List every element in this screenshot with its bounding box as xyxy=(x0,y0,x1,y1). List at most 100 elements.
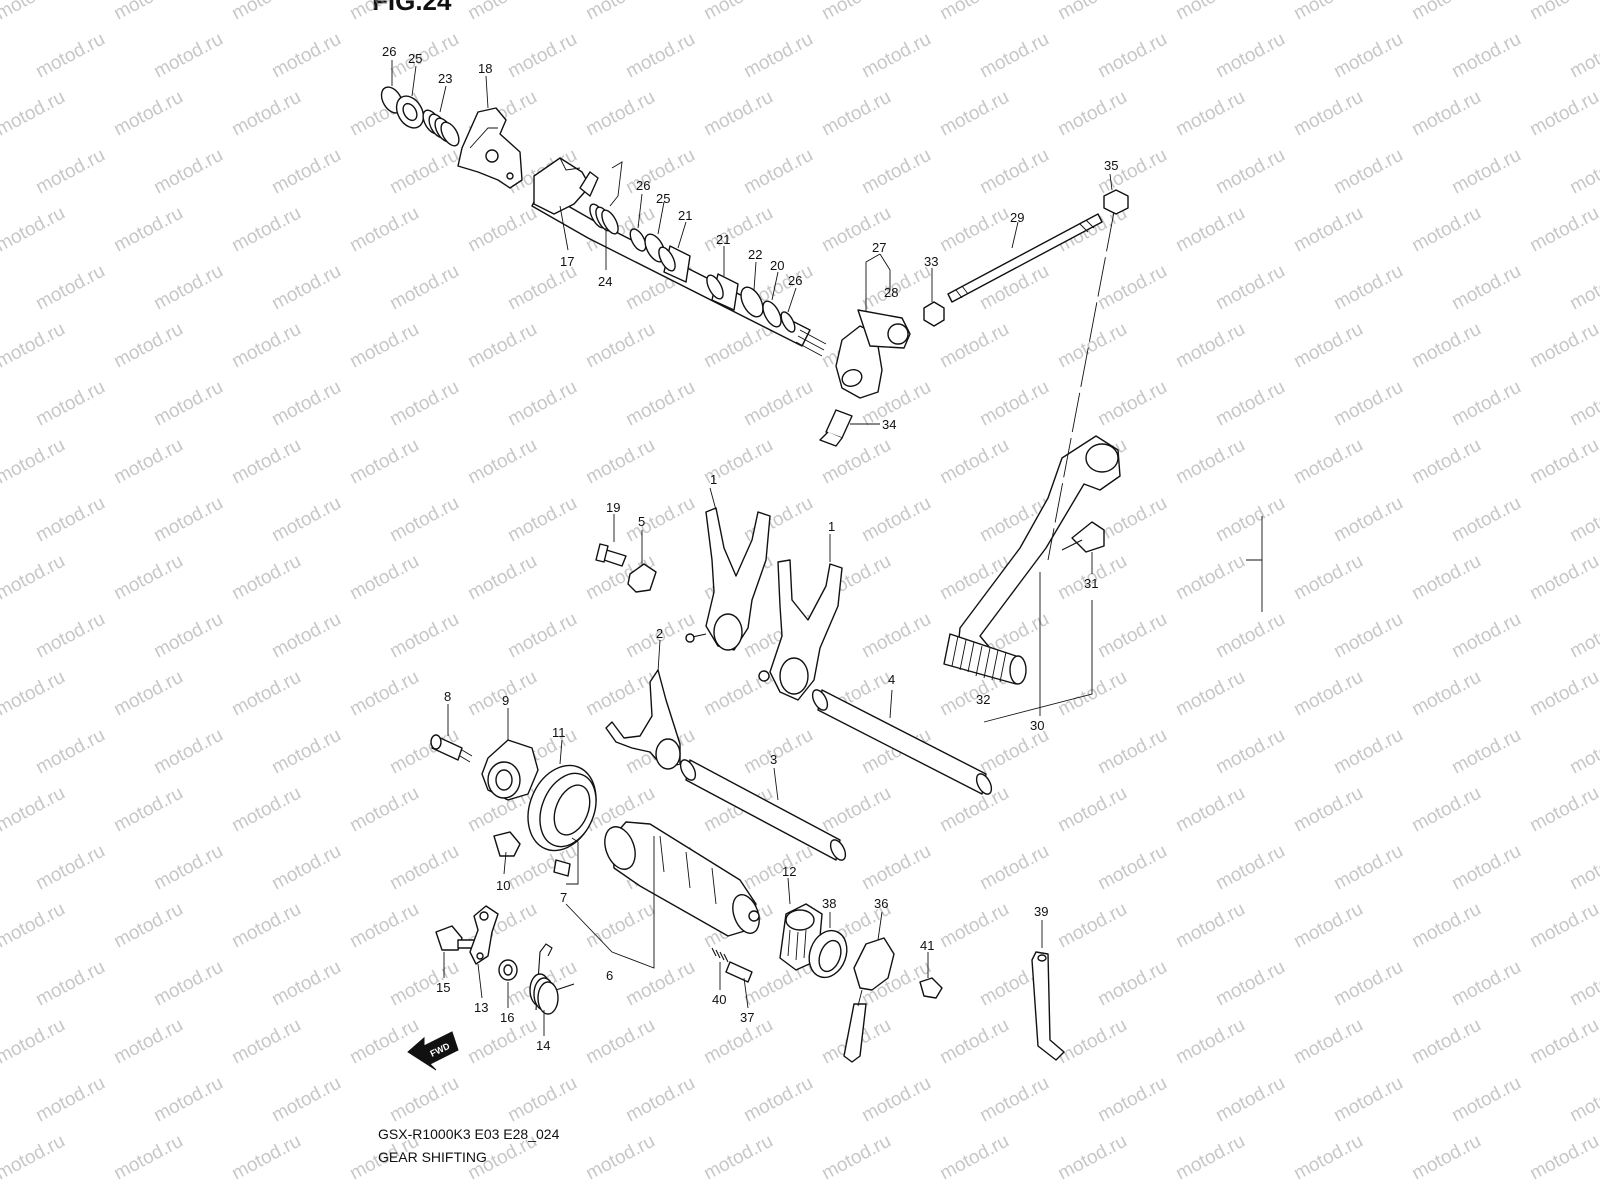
watermark-text: motod.ru xyxy=(504,377,580,431)
watermark-text: motod.ru xyxy=(1094,725,1170,779)
watermark-text: motod.ru xyxy=(1526,1015,1600,1069)
watermark-text: motod.ru xyxy=(0,667,69,721)
callout-36: 36 xyxy=(874,896,888,911)
watermark-text: motod.ru xyxy=(818,1131,894,1185)
watermark-text: motod.ru xyxy=(110,1015,186,1069)
callout-40: 40 xyxy=(712,992,726,1007)
watermark-text: motod.ru xyxy=(1290,319,1366,373)
watermark-text: motod.ru xyxy=(1172,1015,1248,1069)
watermark-text: motod.ru xyxy=(1212,841,1288,895)
watermark-text: motod.ru xyxy=(1566,145,1600,199)
watermark-text: motod.ru xyxy=(740,145,816,199)
watermark-text: motod.ru xyxy=(1172,667,1248,721)
diagram-title: GEAR SHIFTING xyxy=(378,1149,487,1165)
part-screw-10 xyxy=(493,831,521,857)
watermark-text: motod.ru xyxy=(582,435,658,489)
watermark-text: motod.ru xyxy=(622,29,698,83)
callout-12: 12 xyxy=(782,864,796,879)
watermark-text: motod.ru xyxy=(268,725,344,779)
callout-26: 26 xyxy=(382,44,396,59)
watermark-text: motod.ru xyxy=(1172,0,1248,24)
watermark-text: motod.ru xyxy=(1330,609,1406,663)
watermark-text: motod.ru xyxy=(110,0,186,24)
watermark-text: motod.ru xyxy=(0,0,69,24)
watermark-text: motod.ru xyxy=(1290,435,1366,489)
watermark-text: motod.ru xyxy=(0,899,69,953)
watermark-text: motod.ru xyxy=(1448,261,1524,315)
watermark-text: motod.ru xyxy=(150,725,226,779)
gearshift-lever xyxy=(943,211,1263,685)
part-shift-fork xyxy=(705,507,771,651)
watermark-text: motod.ru xyxy=(1054,87,1130,141)
watermark-text: motod.ru xyxy=(1448,29,1524,83)
watermark-text: motod.ru xyxy=(504,29,580,83)
callout-7: 7 xyxy=(560,890,567,905)
callout-21: 21 xyxy=(678,208,692,223)
watermark-text: motod.ru xyxy=(700,203,776,257)
watermark-text: motod.ru xyxy=(1212,957,1288,1011)
callout-39: 39 xyxy=(1034,904,1048,919)
watermark-text: motod.ru xyxy=(228,1015,304,1069)
watermark-text: motod.ru xyxy=(1330,725,1406,779)
callout-37: 37 xyxy=(740,1010,754,1025)
watermark-text: motod.ru xyxy=(936,87,1012,141)
watermark-text: motod.ru xyxy=(0,319,69,373)
watermark-text: motod.ru xyxy=(1330,493,1406,547)
watermark-text: motod.ru xyxy=(1448,1073,1524,1127)
watermark-text: motod.ru xyxy=(582,1131,658,1185)
watermark-text: motod.ru xyxy=(582,667,658,721)
watermark-text: motod.ru xyxy=(582,319,658,373)
watermark-text: motod.ru xyxy=(32,377,108,431)
watermark-text: motod.ru xyxy=(1212,1073,1288,1127)
watermark-text: motod.ru xyxy=(740,1073,816,1127)
watermark-text: motod.ru xyxy=(0,1015,69,1069)
part-spring-40 xyxy=(711,947,729,963)
watermark-text: motod.ru xyxy=(1526,319,1600,373)
watermark-text: motod.ru xyxy=(818,87,894,141)
callout-15: 15 xyxy=(436,980,450,995)
diagram-model-code: GSX-R1000K3 E03 E28_024 xyxy=(378,1126,560,1142)
watermark-text: motod.ru xyxy=(32,957,108,1011)
callout-33: 33 xyxy=(924,254,938,269)
watermark-text: motod.ru xyxy=(32,841,108,895)
watermark-text: motod.ru xyxy=(818,0,894,24)
watermark-text: motod.ru xyxy=(1094,493,1170,547)
watermark-text: motod.ru xyxy=(936,1015,1012,1069)
callout-22: 22 xyxy=(748,247,762,262)
watermark-text: motod.ru xyxy=(150,609,226,663)
watermark-text: motod.ru xyxy=(1526,551,1600,605)
callout-26: 26 xyxy=(788,273,802,288)
watermark-text: motod.ru xyxy=(700,1015,776,1069)
watermark-text: motod.ru xyxy=(110,551,186,605)
watermark-text: motod.ru xyxy=(0,1131,69,1185)
callout-31: 31 xyxy=(1084,576,1098,591)
watermark-text: motod.ru xyxy=(1408,1131,1484,1185)
part-bolt-31 xyxy=(1071,521,1105,553)
watermark-text: motod.ru xyxy=(386,1073,462,1127)
watermark-text: motod.ru xyxy=(504,493,580,547)
callout-4: 4 xyxy=(888,672,895,687)
watermark-text: motod.ru xyxy=(976,377,1052,431)
watermark-text: motod.ru xyxy=(1566,1073,1600,1127)
watermark-text: motod.ru xyxy=(1212,145,1288,199)
watermark-text: motod.ru xyxy=(0,435,69,489)
watermark-text: motod.ru xyxy=(1526,667,1600,721)
watermark-text: motod.ru xyxy=(1054,667,1130,721)
part-gearshift-rod xyxy=(947,213,1103,303)
watermark-text: motod.ru xyxy=(504,609,580,663)
watermark-text: motod.ru xyxy=(1448,145,1524,199)
watermark-text: motod.ru xyxy=(386,261,462,315)
watermark-text: motod.ru xyxy=(228,319,304,373)
watermark-text: motod.ru xyxy=(110,87,186,141)
watermark-text: motod.ru xyxy=(0,783,69,837)
watermark-text: motod.ru xyxy=(110,203,186,257)
watermark-text: motod.ru xyxy=(1566,841,1600,895)
watermark-text: motod.ru xyxy=(1094,29,1170,83)
watermark-text: motod.ru xyxy=(622,493,698,547)
watermark-text: motod.ru xyxy=(936,435,1012,489)
watermark-text: motod.ru xyxy=(1172,899,1248,953)
watermark-text: motod.ru xyxy=(936,203,1012,257)
watermark-text: motod.ru xyxy=(268,29,344,83)
part-return-spring xyxy=(589,203,619,235)
part-spring xyxy=(422,109,460,147)
